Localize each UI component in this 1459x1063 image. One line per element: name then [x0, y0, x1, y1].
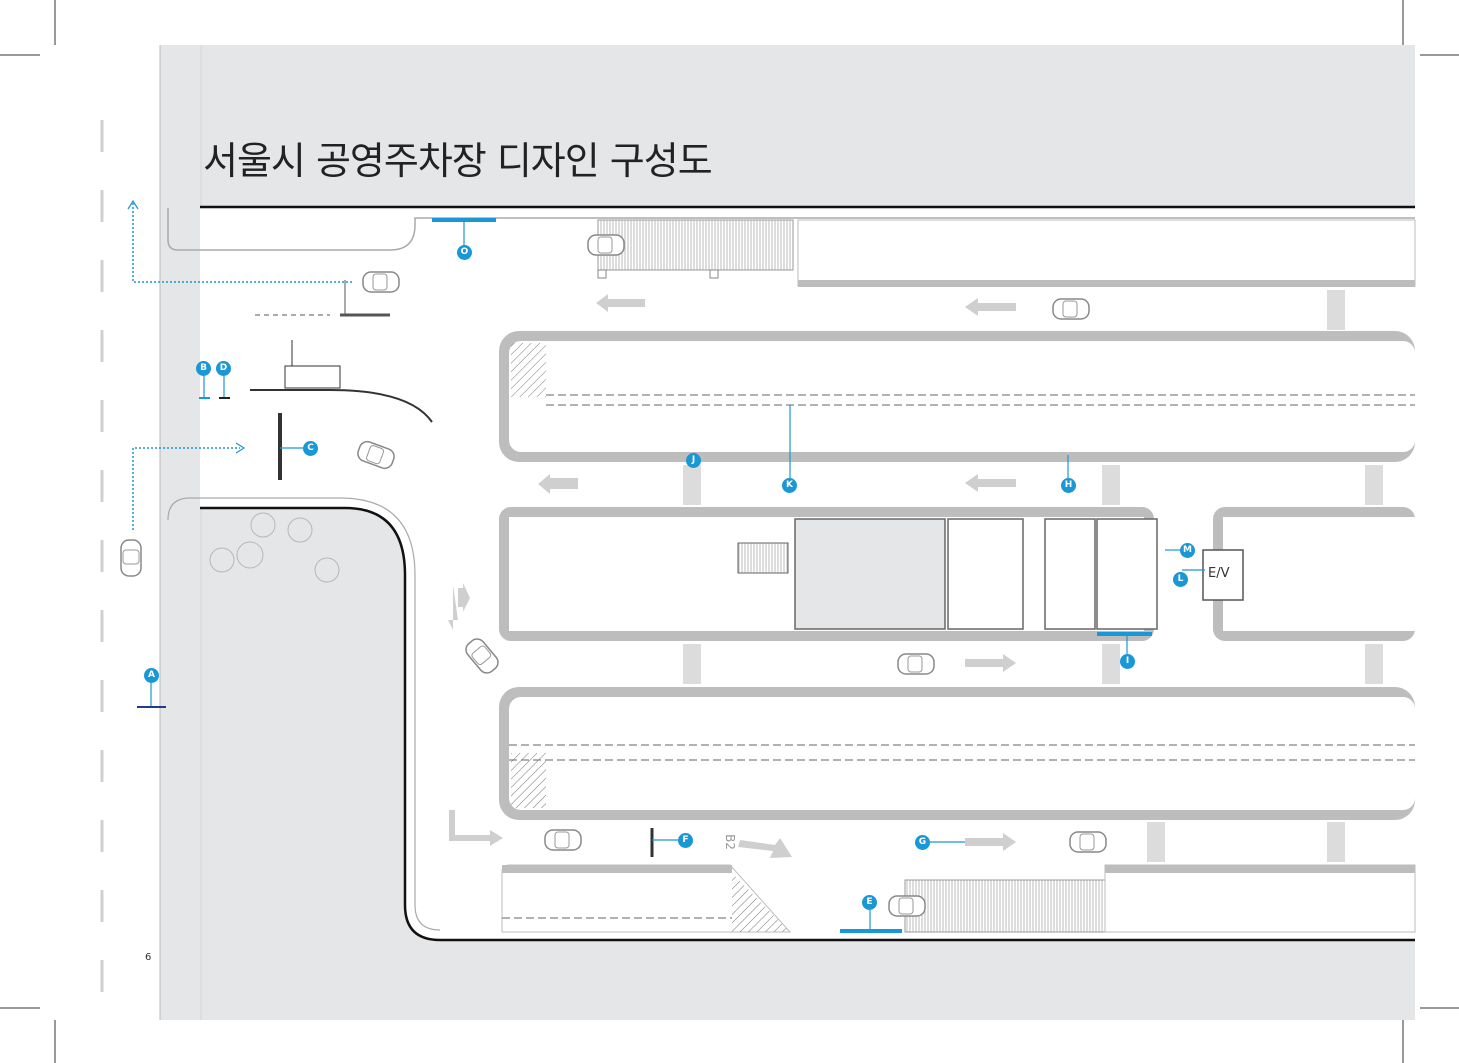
marker-o: O [457, 245, 472, 260]
floor-label: B2 [722, 834, 737, 850]
marker-g: G [915, 835, 930, 850]
marker-e: E [862, 895, 877, 910]
page-title: 서울시 공영주차장 디자인 구성도 [203, 139, 713, 183]
marker-l: L [1173, 572, 1188, 587]
marker-i: I [1120, 654, 1135, 669]
bottom-parking-blocks [432, 218, 1416, 933]
marker-stems [150, 222, 1205, 929]
marker-m: M [1180, 543, 1195, 558]
trees [209, 512, 340, 583]
elevator-label: E/V [1208, 566, 1230, 581]
crosswalks [683, 290, 1383, 862]
guide-arrows [132, 203, 352, 530]
marker-c: C [303, 441, 318, 456]
marker-d: D [216, 361, 231, 376]
parking-block-3 [499, 507, 1415, 641]
page-number: 6 [145, 952, 152, 963]
marker-f: F [678, 833, 693, 848]
entrance-booth [250, 280, 654, 857]
marker-b: B [196, 361, 211, 376]
parking-block-4 [499, 687, 1415, 820]
marker-j: J [686, 453, 701, 468]
marker-a: A [144, 668, 159, 683]
top-parking-block [597, 219, 1416, 287]
marker-k: K [782, 478, 797, 493]
marker-h: H [1061, 478, 1076, 493]
parking-block-2 [499, 331, 1415, 462]
direction-arrows [448, 294, 1016, 858]
